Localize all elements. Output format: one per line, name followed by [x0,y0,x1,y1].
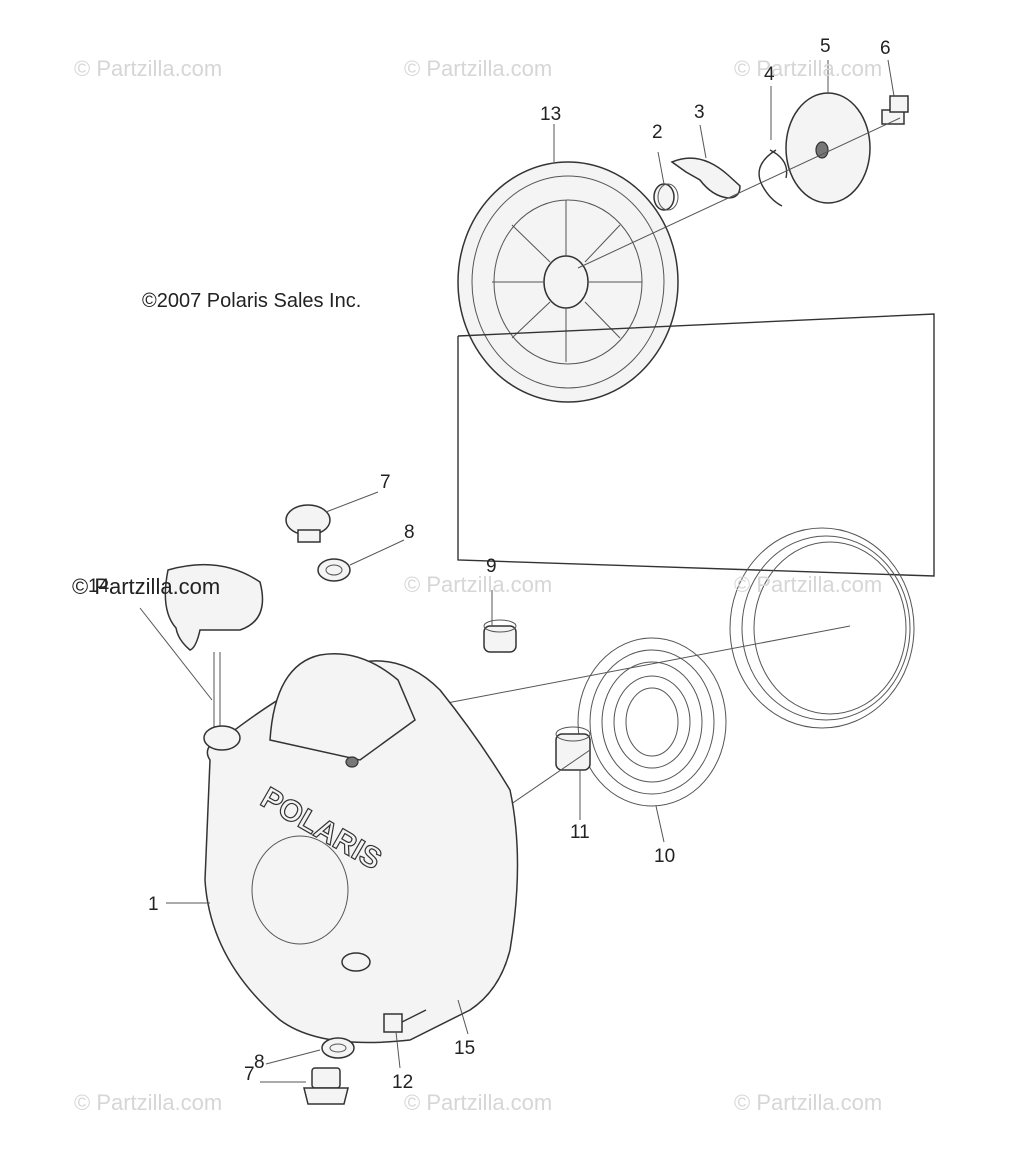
callout-7-top: 7 [380,472,391,493]
callout-1: 1 [148,894,159,915]
ratchet-part-3 [670,157,741,199]
callout-8-top: 8 [404,522,415,543]
bolt-part-6 [881,95,909,125]
screw-part-12 [383,1009,427,1033]
watermark: © Partzilla.com [734,56,883,81]
callout-12: 12 [392,1072,414,1093]
washer-part-8-bottom [321,1037,355,1059]
watermark-overlay: © Partzilla.com [72,574,221,599]
callout-9: 9 [486,556,497,577]
watermark: © Partzilla.com [734,1090,883,1115]
callout-5: 5 [820,36,831,57]
cap-part-7-top [285,504,331,543]
callout-13: 13 [540,104,562,125]
callout-7-bottom: 7 [244,1064,255,1085]
recoil-spring-part-10 [577,637,727,807]
watermark: © Partzilla.com [404,1090,553,1115]
callout-4: 4 [764,64,775,85]
watermark: © Partzilla.com [404,56,553,81]
callout-14: 14 [88,576,110,597]
plug-part-7-bottom [303,1067,349,1105]
callout-3: 3 [694,102,705,123]
watermark: © Partzilla.com [734,572,883,597]
pulley-part-13 [457,161,679,403]
clip-part-4 [758,149,788,207]
housing-part-1 [203,653,519,1044]
washer-part-8-top [317,558,351,582]
callout-6: 6 [880,38,891,59]
callout-8-bottom: 8 [254,1052,265,1073]
copyright-notice: ©2007 Polaris Sales Inc. [142,290,362,312]
spring-band [729,527,915,729]
callout-15: 15 [454,1038,476,1059]
leader-lines [166,59,895,1083]
bushing-part-9 [483,619,517,653]
handle-part-14 [139,563,264,740]
bushing-part-11 [555,726,591,771]
callout-10: 10 [654,846,676,867]
watermark: © Partzilla.com [74,1090,223,1115]
watermark: © Partzilla.com [74,56,223,81]
spring-part-2 [653,183,679,211]
watermark: © Partzilla.com [404,572,553,597]
callout-11: 11 [570,822,590,843]
callout-2: 2 [652,122,663,143]
